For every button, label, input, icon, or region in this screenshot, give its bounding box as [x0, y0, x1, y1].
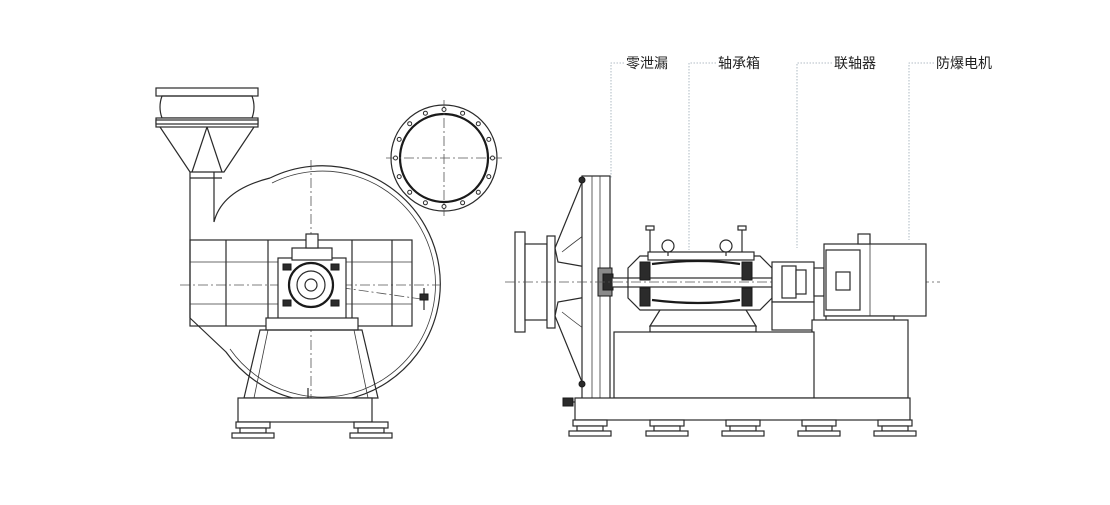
housing-lifting-eye: [305, 233, 319, 249]
coupling-hub-left: [781, 265, 797, 299]
bearing-right-upper: [741, 261, 753, 281]
flange-bolt-hole: [475, 121, 481, 127]
side-isolator-3: [721, 419, 765, 437]
bolt-2: [330, 263, 340, 271]
housing-top: [291, 247, 333, 261]
flange-bolt-hole: [460, 110, 466, 116]
duct-right-wall: [213, 172, 271, 223]
funnel-rib-left: [191, 126, 208, 173]
bearing-stand: [613, 331, 815, 399]
flange-bolt-hole: [475, 189, 481, 195]
bolt-1: [282, 263, 292, 271]
side-drain-valve: [562, 397, 574, 407]
front-view-blower: [155, 87, 441, 439]
bolt-4: [330, 299, 340, 307]
bearing-left-lower: [639, 287, 651, 307]
volute-casing: [189, 165, 441, 403]
funnel-rib-right: [206, 126, 223, 173]
front-base-plate: [237, 397, 373, 423]
flange-bolt-hole: [393, 155, 398, 161]
label-bearing-box: 轴承箱: [718, 56, 760, 72]
label-zero-leak: 零泄漏: [626, 56, 668, 72]
bearing-right-lower: [741, 287, 753, 307]
shaft-bearing-inner: [296, 270, 326, 300]
flange-bolt-hole: [407, 121, 413, 127]
shaft-bearing-outer: [287, 261, 335, 309]
bolt-3: [282, 299, 292, 307]
lifting-rod-2-cap: [737, 225, 747, 231]
lifting-rod-1-cap: [645, 225, 655, 231]
flange-bolt-hole: [396, 174, 402, 180]
housing-bolt-bottom: [578, 380, 586, 388]
flange-bolt-holes: [393, 107, 495, 209]
lifting-eye-1: [661, 239, 675, 253]
front-isolator-left: [231, 421, 275, 439]
leader-motor: [908, 62, 934, 240]
pedestal: [243, 329, 379, 399]
side-view-assembly: [505, 175, 940, 437]
bearing-box-inner-bottom: [651, 298, 741, 305]
leader-coupling: [796, 62, 832, 248]
bearing-box-top: [647, 251, 755, 261]
main-shaft: [611, 277, 793, 288]
leader-zero-leak: [610, 62, 624, 178]
side-isolator-1: [568, 419, 612, 437]
side-handle-knob: [419, 293, 429, 301]
leader-bearing-box: [688, 62, 716, 250]
inlet-top-flange: [155, 87, 259, 97]
lifting-eye-2: [719, 239, 733, 253]
callouts: 零泄漏 轴承箱 联轴器 防爆电机: [610, 56, 992, 250]
inlet-flange-inner: [155, 119, 259, 125]
pedestal-edge-1: [253, 329, 269, 399]
housing-foot: [265, 317, 359, 331]
flange-bolt-hole: [441, 204, 447, 209]
pedestal-edge-2: [353, 329, 369, 399]
bearing-support-plate: [649, 325, 757, 333]
coupling-pedestal: [771, 301, 815, 331]
flange-bolt-hole: [407, 189, 413, 195]
motor-shaft-end: [813, 267, 825, 297]
side-isolator-4: [797, 419, 841, 437]
motor-terminal: [835, 271, 851, 291]
flange-bolt-hole: [490, 155, 495, 161]
flange-bolt-hole: [486, 136, 492, 142]
motor-stand: [811, 319, 909, 399]
flange-bolt-hole: [441, 107, 447, 112]
bearing-support: [648, 309, 758, 327]
flange-bolt-hole: [460, 200, 466, 206]
volute-inner: [229, 170, 436, 398]
inlet-bellows: [159, 95, 255, 119]
bearing-left-upper: [639, 261, 651, 281]
inlet-funnel: [159, 126, 255, 173]
outlet-flange-view: [386, 100, 502, 216]
flange-bolt-hole: [422, 200, 428, 206]
shaft-core: [304, 278, 318, 292]
flange-bolt-hole: [486, 174, 492, 180]
side-isolator-5: [873, 419, 917, 437]
side-isolator-2: [645, 419, 689, 437]
bearing-box-inner-top: [651, 259, 741, 266]
housing-bolt-top: [578, 176, 586, 184]
flange-bolt-hole: [396, 136, 402, 142]
flange-bolt-hole: [422, 110, 428, 116]
coupling-hub-right: [795, 269, 807, 295]
side-base-plate: [574, 397, 911, 421]
motor-lifting-lug: [857, 233, 871, 245]
label-motor: 防爆电机: [936, 56, 992, 72]
label-coupling: 联轴器: [834, 56, 876, 72]
front-isolator-right: [349, 421, 393, 439]
